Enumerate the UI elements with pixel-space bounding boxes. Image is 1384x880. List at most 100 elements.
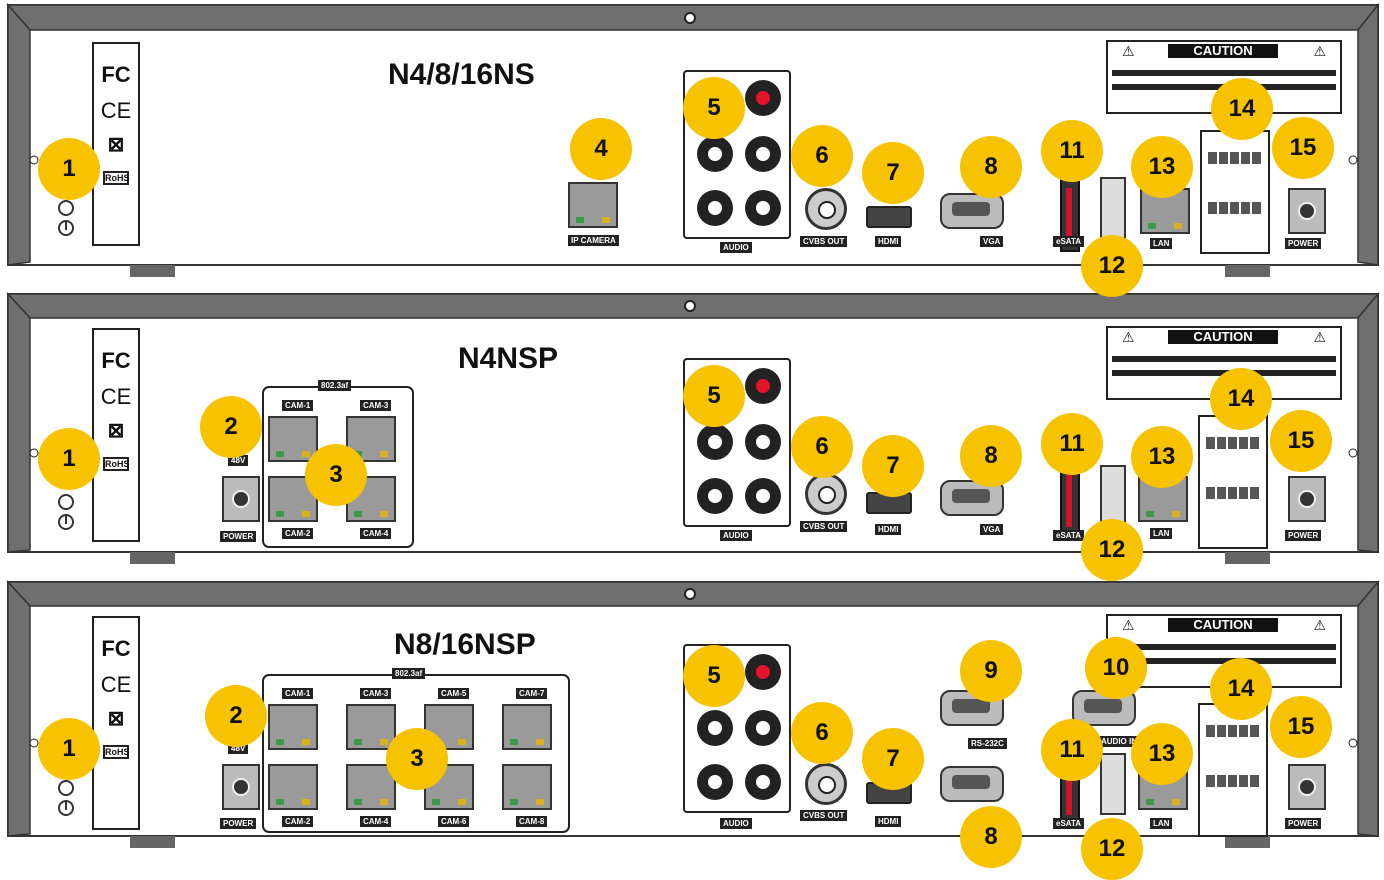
cam-port[interactable] [346,704,396,750]
lan-label: LAN [1150,818,1172,829]
callout-badge-13: 13 [1131,426,1193,488]
audio-jack[interactable] [697,478,733,514]
cvbs-out-connector[interactable] [805,188,847,230]
cvbs-out-connector[interactable] [805,473,847,515]
terminal-screw[interactable] [1228,437,1237,449]
vga-label: VGA [980,236,1003,247]
terminal-screw[interactable] [1228,725,1237,737]
audio-jack[interactable] [745,478,781,514]
certification-box: FC CE ⊠ RoHS [92,328,140,542]
terminal-block[interactable] [1198,415,1268,549]
audio-jack[interactable] [745,424,781,460]
callout-badge-15: 15 [1270,410,1332,472]
terminal-screw[interactable] [1250,487,1259,499]
terminal-screw[interactable] [1230,152,1239,164]
lan-label: LAN [1150,238,1172,249]
terminal-screw[interactable] [1250,775,1259,787]
cam-port[interactable] [268,704,318,750]
audio-jack[interactable] [697,710,733,746]
audio-jack[interactable] [745,136,781,172]
terminal-screw[interactable] [1206,725,1215,737]
ip-camera-port[interactable] [568,182,618,228]
terminal-screw[interactable] [1217,437,1226,449]
terminal-screw[interactable] [1206,437,1215,449]
audio-jack[interactable] [697,764,733,800]
callout-badge-12: 12 [1081,519,1143,581]
terminal-screw[interactable] [1239,487,1248,499]
audio-jack[interactable] [745,764,781,800]
terminal-screw[interactable] [1250,725,1259,737]
cam-port[interactable] [268,764,318,810]
terminal-screw[interactable] [1206,775,1215,787]
audio-jack[interactable] [745,190,781,226]
terminal-screw[interactable] [1217,725,1226,737]
cam-label: CAM-2 [282,816,313,827]
terminal-screw[interactable] [1208,152,1217,164]
audio-jack[interactable] [745,80,781,116]
cam-port[interactable] [502,704,552,750]
terminal-screw[interactable] [1228,487,1237,499]
audio-jack[interactable] [697,190,733,226]
weee-icon: ⊠ [94,132,138,157]
hdmi-label: HDMI [875,816,901,827]
callout-badge-6: 6 [791,125,853,187]
terminal-screw[interactable] [1241,152,1250,164]
terminal-screw[interactable] [1228,775,1237,787]
vga-port[interactable] [940,193,1004,229]
terminal-screw[interactable] [1208,202,1217,214]
terminal-screw[interactable] [1252,152,1261,164]
vga-port[interactable] [940,766,1004,802]
terminal-screw[interactable] [1241,202,1250,214]
weee-icon: ⊠ [94,706,138,731]
poe-power-jack[interactable] [222,764,260,810]
callout-badge-1: 1 [38,718,100,780]
certification-box: FC CE ⊠ RoHS [92,42,140,246]
poe-power-jack[interactable] [222,476,260,522]
warning-text-line [1112,356,1336,362]
audio-jack[interactable] [745,654,781,690]
terminal-block[interactable] [1200,130,1270,254]
hdmi-port[interactable] [866,206,912,228]
callout-badge-13: 13 [1131,723,1193,785]
cam-label: CAM-4 [360,528,391,539]
usb-port[interactable] [1100,465,1126,527]
terminal-screw[interactable] [1217,775,1226,787]
audio-jack[interactable] [697,424,733,460]
usb-port[interactable] [1100,177,1126,239]
power-jack[interactable] [1288,476,1326,522]
terminal-screw[interactable] [1206,487,1215,499]
terminal-block[interactable] [1198,703,1268,837]
vga-label: VGA [980,524,1003,535]
audio-jack[interactable] [745,710,781,746]
callout-badge-15: 15 [1270,696,1332,758]
callout-badge-8: 8 [960,136,1022,198]
terminal-screw[interactable] [1250,437,1259,449]
audio-jack[interactable] [745,368,781,404]
power-jack[interactable] [1288,188,1326,234]
terminal-screw[interactable] [1239,775,1248,787]
terminal-screw[interactable] [1239,725,1248,737]
usb-port[interactable] [1100,753,1126,815]
ce-logo: CE [94,672,138,698]
callout-badge-5: 5 [683,365,745,427]
hdmi-label: HDMI [875,524,901,535]
cam-label: CAM-5 [438,688,469,699]
cvbs-out-connector[interactable] [805,763,847,805]
power-jack[interactable] [1288,764,1326,810]
ce-logo: CE [94,98,138,124]
callout-badge-3: 3 [305,444,367,506]
cam-port[interactable] [502,764,552,810]
terminal-screw[interactable] [1217,487,1226,499]
warning-icon: ⚠ [1313,329,1326,346]
callout-badge-13: 13 [1131,136,1193,198]
panel-n8-16nsp: FC CE ⊠ RoHS N8/16NSP 802.3af CAM-1 CAM-… [0,578,1384,870]
caution-heading: CAUTION [1168,618,1278,632]
poe-label: 802.3af [392,668,425,679]
audio-jack[interactable] [697,136,733,172]
terminal-screw[interactable] [1230,202,1239,214]
terminal-screw[interactable] [1219,202,1228,214]
terminal-screw[interactable] [1239,437,1248,449]
terminal-screw[interactable] [1252,202,1261,214]
esata-port[interactable] [1060,465,1080,539]
terminal-screw[interactable] [1219,152,1228,164]
